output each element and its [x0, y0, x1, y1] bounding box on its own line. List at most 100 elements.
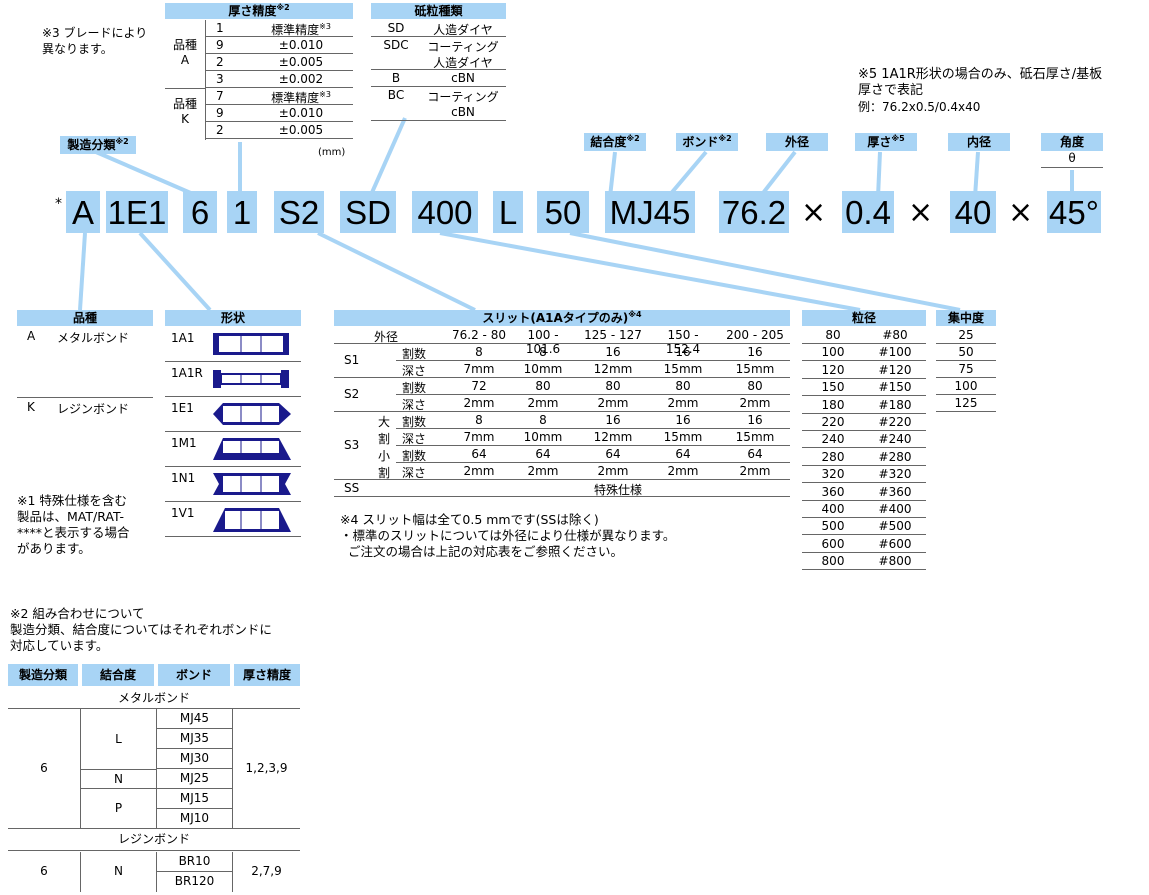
thickness-unit: (mm) [318, 147, 346, 158]
shape-code: 1N1 [171, 471, 196, 485]
slit-value: 2mm [527, 396, 559, 410]
slit-value: 64 [747, 447, 763, 461]
slit-value: 8 [539, 345, 547, 359]
conc-value: 50 [958, 345, 974, 359]
conc-row: 100 [936, 378, 996, 395]
grit-header: 粒径 [802, 310, 926, 326]
code-od: 76.2 [719, 191, 789, 233]
slit-value: 12mm [593, 430, 633, 444]
slit-s3-label: S3 [344, 438, 360, 452]
slit-col-header: 150 - 152.4 [665, 328, 701, 356]
grit-mesh: #150 [878, 380, 912, 395]
1a1-shape-icon [209, 331, 295, 362]
shape-code: 1A1R [171, 366, 203, 380]
grit-row: 150#150 [802, 379, 926, 397]
grit-mesh: #100 [878, 345, 912, 360]
slit-value: 7mm [463, 430, 495, 444]
thickness-value: ±0.002 [278, 72, 324, 86]
combo-metal-bond: MJ10 [179, 811, 210, 825]
grit-size: 800 [821, 554, 845, 569]
abrasive-name: cBN [451, 105, 475, 119]
times-1: × [801, 195, 827, 230]
slit-value: 10mm [523, 430, 563, 444]
slit-value: 64 [535, 447, 551, 461]
slit-metric: 割数 [402, 347, 427, 361]
grit-row: 220#220 [802, 414, 926, 431]
slit-value: 80 [747, 379, 763, 393]
conc-value: 75 [958, 362, 974, 376]
combo-header-grade: 結合度 [82, 664, 154, 686]
thickness-row: 2±0.005 [206, 54, 353, 71]
shape-row: 1E1 [165, 397, 301, 432]
1a1r-shape-icon [209, 366, 295, 397]
code-angle: 45° [1047, 191, 1101, 233]
abrasive-name: コーティング [427, 90, 499, 104]
conc-header: 集中度 [936, 310, 996, 326]
code-star: * [55, 196, 62, 212]
slit-value: 16 [605, 413, 621, 427]
shape-code: 1A1 [171, 331, 195, 345]
grit-size: 360 [821, 484, 845, 499]
slit-value: 12mm [593, 362, 633, 376]
grit-row: 120#120 [802, 362, 926, 379]
thickness-code: 2 [216, 123, 224, 137]
grit-size: 400 [821, 502, 845, 516]
slit-value: 16 [747, 345, 763, 359]
thickness-code: 9 [216, 106, 224, 120]
abrasive-name: 人造ダイヤ [433, 23, 493, 37]
combo-resin-mfg: 6 [40, 864, 48, 878]
grit-size: 320 [821, 467, 845, 482]
code-kind: A [66, 191, 100, 233]
thickness-code: 9 [216, 38, 224, 52]
abrasive-row: cBN [371, 104, 506, 121]
grit-mesh: #800 [878, 554, 912, 569]
combo-resin-label: レジンボンド [8, 829, 300, 851]
slit-value: 72 [471, 379, 487, 393]
thickness-value: 標準精度※3 [271, 90, 331, 106]
code-id: 40 [950, 191, 996, 233]
conc-value: 125 [954, 396, 978, 410]
grit-mesh: #80 [882, 328, 908, 342]
thickness-value: ±0.010 [278, 106, 324, 120]
grit-row: 400#400 [802, 501, 926, 518]
abrasive-name: cBN [451, 71, 475, 85]
label-bond: ボンド※2 [676, 133, 738, 151]
slit-value: 80 [605, 379, 621, 393]
note-1: ※1 特殊仕様を含む製品は、MAT/RAT-****と表示する場合があります。 [17, 493, 130, 556]
slit-s3-small-2: 割 [378, 466, 391, 480]
slit-value: 64 [675, 447, 691, 461]
code-shape: 1E1 [106, 191, 168, 233]
slit-value: 2mm [463, 396, 495, 410]
label-id: 内径 [948, 133, 1010, 151]
slit-metric: 深さ [402, 432, 427, 446]
slit-value: 2mm [739, 464, 771, 478]
combo-grade-n: N [81, 770, 156, 789]
combo-metal-thick: 1,2,3,9 [245, 761, 288, 775]
thickness-row: 9±0.010 [206, 37, 353, 54]
grit-size: 280 [821, 449, 845, 464]
conc-value: 25 [958, 328, 974, 342]
shape-code: 1E1 [171, 401, 194, 415]
slit-header: スリット(A1Aタイプのみ)※4 [334, 310, 790, 326]
slit-od-label: 外径 [374, 330, 399, 344]
grit-size: 600 [821, 536, 845, 551]
slit-metric: 割数 [402, 415, 427, 429]
slit-s1-label: S1 [344, 353, 360, 367]
grit-row: 240#240 [802, 431, 926, 449]
combo-resin-bond-2: BR120 [174, 874, 215, 888]
grit-row: 180#180 [802, 397, 926, 414]
grit-row: 360#360 [802, 484, 926, 501]
combo-grade-p: P [114, 801, 123, 815]
combo-resin-grade: N [114, 864, 123, 878]
note-2: ※2 組み合わせについて製造分類、結合度についてはそれぞれボンドに対応しています… [10, 606, 272, 653]
slit-metric: 深さ [402, 398, 427, 412]
shape-row: 1A1 [165, 327, 301, 362]
